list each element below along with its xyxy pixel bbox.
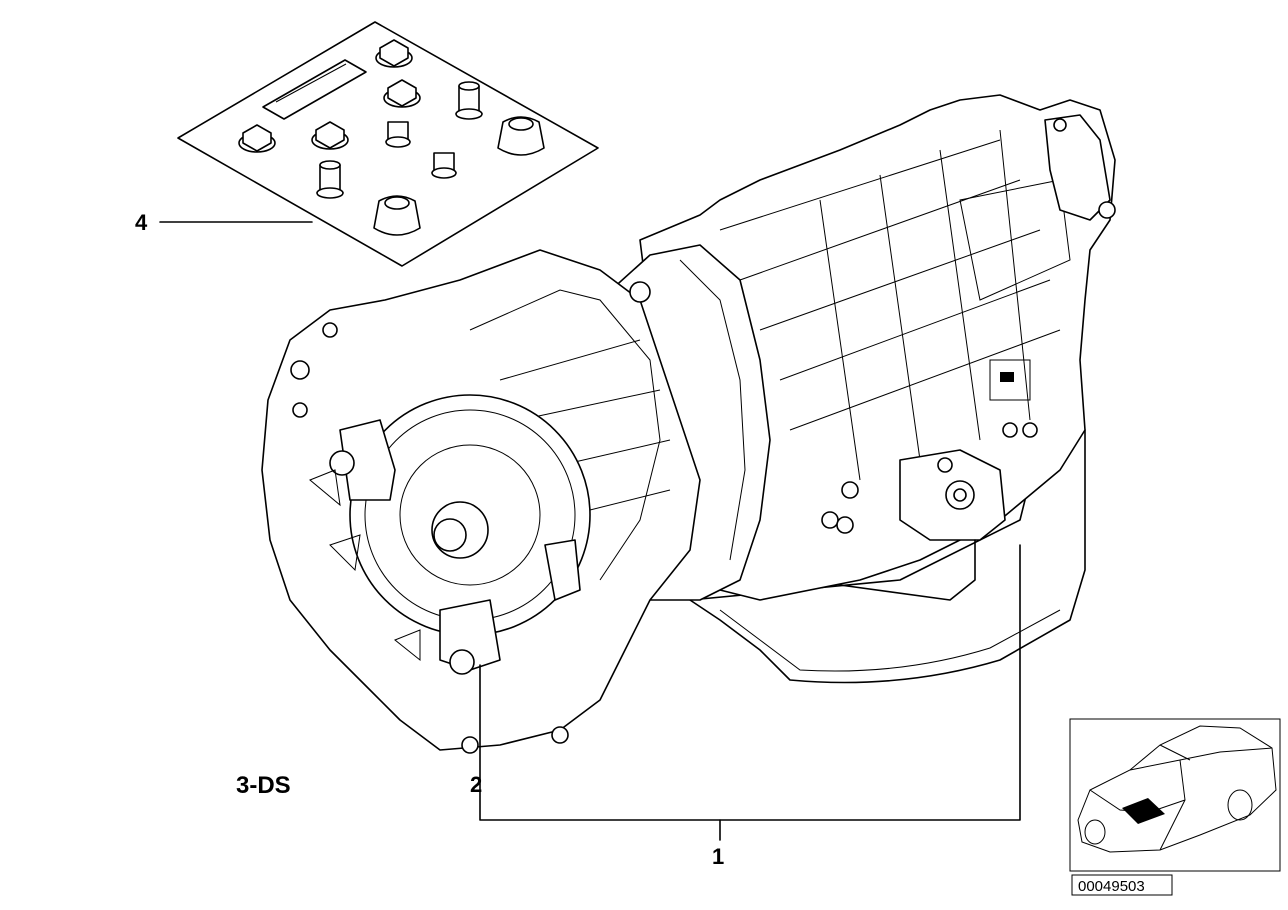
seal-kit-sheet bbox=[177, 21, 599, 267]
part-number-box: 00049503 bbox=[1071, 874, 1173, 896]
automatic-transmission-illustration bbox=[261, 94, 1116, 754]
leader-lines bbox=[159, 221, 1021, 841]
component-location-marker bbox=[1122, 798, 1165, 824]
part-number: 00049503 bbox=[1078, 878, 1145, 895]
screw-plug-icon bbox=[238, 39, 457, 179]
callout-4: 4 bbox=[135, 210, 148, 235]
callout-2: 2 bbox=[470, 772, 482, 797]
callout-1: 1 bbox=[712, 844, 724, 869]
transmission-code: 3-DS bbox=[236, 772, 291, 799]
bushing-icon bbox=[373, 116, 545, 236]
vehicle-locator-inset bbox=[1069, 718, 1281, 872]
sleeve-icon bbox=[316, 81, 483, 199]
car-icon bbox=[1077, 725, 1277, 853]
